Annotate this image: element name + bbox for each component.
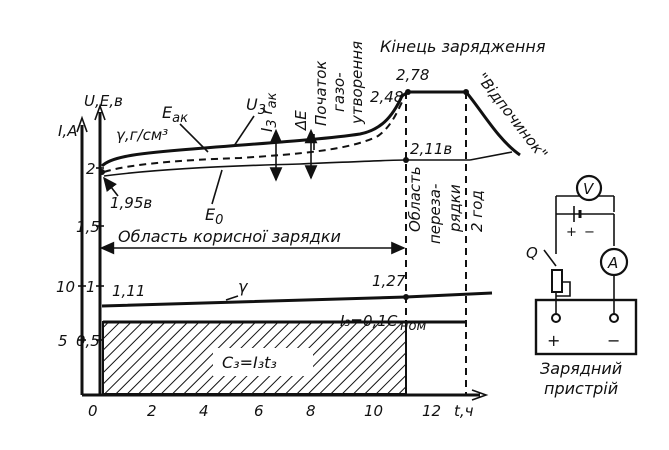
- x-tick-10: 10: [364, 402, 383, 420]
- density-start-label: 1,11: [112, 282, 145, 300]
- charger-minus: −: [607, 331, 620, 350]
- voltage-axis-label: U,E,в: [84, 92, 123, 110]
- cell-minus: −: [584, 225, 595, 240]
- current-label: I₃=0,1C: [340, 312, 398, 330]
- emf-charged-curve: [103, 97, 405, 173]
- x-tick-8: 8: [306, 402, 316, 420]
- x-tick-12: 12: [422, 402, 441, 420]
- current-axis-arrow: [76, 115, 88, 133]
- voltage-axis-arrow: [94, 103, 106, 121]
- useful-charge-label: Область корисної зарядки: [118, 227, 341, 246]
- y-tick-current-5: 5: [58, 332, 68, 350]
- y-tick-0-5: 0,5: [76, 332, 100, 350]
- end-charge-label: Кінець зарядження: [380, 37, 546, 56]
- charger-box: [534, 298, 638, 356]
- x-tick-0: 0: [88, 402, 98, 420]
- x-tick-4: 4: [199, 402, 209, 420]
- y-tick-current-10: 10: [56, 278, 75, 296]
- cell-plus: +: [566, 225, 577, 240]
- resistor-icon: [551, 269, 563, 293]
- charger-caption-1: Зарядний: [540, 359, 622, 378]
- voltage-curve-label: U3: [246, 95, 266, 118]
- switch-label: Q: [526, 244, 538, 262]
- capacity-label-bg: [213, 348, 313, 376]
- time-axis-arrow: [471, 389, 489, 401]
- voltmeter-icon: [575, 174, 603, 202]
- overcharge-time-label: 2 год: [468, 190, 486, 232]
- y-tick-1: 1: [86, 278, 96, 296]
- v-start-label: 1,95в: [110, 194, 152, 212]
- v-end-label: 2,48: [370, 88, 403, 106]
- charger-caption-2: пристрій: [544, 379, 618, 398]
- ammeter-label: A: [607, 254, 618, 272]
- density-axis-label: γ,г/см³: [116, 126, 168, 144]
- emf-open-curve: [103, 159, 470, 177]
- delta-e-label: ΔE: [292, 110, 310, 131]
- x-tick-labels: 0 2 4 6 8 10 12: [88, 402, 441, 420]
- emf-charged-label: Eак: [162, 103, 188, 126]
- x-tick-6: 6: [254, 402, 264, 420]
- charging-circuit: V + − A Q + − Зарядний пристрій: [526, 174, 638, 398]
- ammeter-icon: [599, 247, 629, 277]
- switch-icon: [543, 249, 557, 267]
- overcharge-line-1: Область: [406, 166, 424, 232]
- density-curve-label: γ: [238, 277, 249, 296]
- voltage-curve: [100, 90, 521, 168]
- overcharge-line-2: переза-: [426, 184, 444, 244]
- density-end-label: 1,27: [372, 272, 406, 290]
- gas-start-line-1: Початок: [312, 61, 330, 127]
- v-peak-label: 2,78: [396, 66, 429, 84]
- gas-start-line-3: утворення: [348, 41, 366, 125]
- density-curve: [101, 291, 493, 308]
- x-tick-2: 2: [147, 402, 157, 420]
- charger-plus: +: [547, 331, 560, 350]
- overcharge-line-3: рядки: [446, 184, 464, 233]
- current-label-sub: ном: [400, 319, 426, 334]
- voltmeter-label: V: [583, 180, 595, 198]
- capacity-label: C₃=I₃t₃: [222, 353, 277, 372]
- ir-drop-label: I3 rак: [258, 92, 280, 132]
- time-axis-label: t,ч: [454, 402, 474, 420]
- gas-start-line-2: газо-: [330, 72, 348, 112]
- y-tick-2: 2: [86, 160, 96, 178]
- y-tick-1-5: 1,5: [76, 218, 100, 236]
- v-rest-label: 2,11в: [410, 140, 452, 158]
- emf-open-label: E0: [205, 205, 223, 228]
- current-axis-label: I,A: [58, 122, 77, 140]
